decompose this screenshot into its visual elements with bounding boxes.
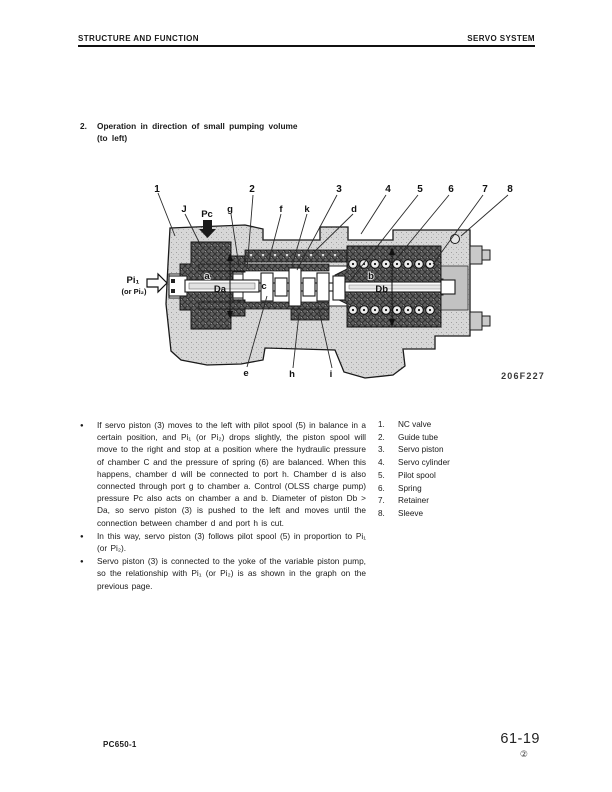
diagram-svg: 1 2 3 4 5 6 7 8 J Pc g f k d e h i a (122, 184, 545, 381)
end-cap-bolts (469, 245, 491, 331)
passage-dots (249, 253, 337, 257)
callout-4: 4 (385, 184, 391, 195)
bullet-icon: ● (80, 559, 84, 566)
leader-lines (157, 192, 509, 369)
header-right-title: SERVO SYSTEM (467, 34, 535, 43)
page-header: STRUCTURE AND FUNCTION SERVO SYSTEM (78, 34, 535, 43)
servo-cross-section-diagram: 1 2 3 4 5 6 7 8 J Pc g f k d e h i a (95, 176, 545, 400)
bullet-text-1: If servo piston (3) moves to the left wi… (97, 420, 366, 528)
section-number: 2. (80, 121, 87, 131)
label-pi2: (or Pi₂) (122, 287, 148, 296)
bullet-icon: ● (80, 533, 84, 540)
callout-1: 1 (154, 184, 160, 195)
bullet-item: ● Servo piston (3) is connected to the y… (80, 555, 366, 592)
header-left-title: STRUCTURE AND FUNCTION (78, 34, 199, 43)
footer-page-number: 61-19 (500, 731, 540, 747)
legend-item-retainer: 7.Retainer (378, 496, 429, 506)
label-j: J (181, 204, 186, 215)
legend-item-guide-tube: 2.Guide tube (378, 432, 439, 442)
footer-revision-mark: ② (519, 749, 528, 759)
label-chamber-a: a (204, 271, 210, 282)
legend-item-nc-valve: 1.NC valve (378, 420, 432, 429)
bullet-item: ● If servo piston (3) moves to the left … (80, 419, 366, 529)
legend-item-servo-piston: 3.Servo piston (378, 445, 444, 455)
servo-piston-rod (168, 267, 456, 307)
label-da: Da (214, 284, 227, 295)
description-bullets: ● If servo piston (3) moves to the left … (80, 419, 366, 593)
label-pi1: Pi₁ (127, 275, 140, 286)
callout-3: 3 (336, 184, 342, 195)
section-title: Operation in direction of small pumping … (97, 121, 298, 143)
callout-7: 7 (482, 184, 488, 195)
section-heading: 2. Operation in direction of small pumpi… (80, 120, 298, 144)
bullet-text-3: Servo piston (3) is connected to the yok… (97, 556, 366, 591)
bullet-item: ● In this way, servo piston (3) follows … (80, 530, 366, 554)
label-d: d (351, 204, 357, 215)
legend-item-sleeve: 8.Sleeve (378, 508, 424, 518)
figure-number: 206F227 (501, 371, 545, 381)
label-chamber-b: b (368, 271, 374, 282)
rod-detail-tick-2 (171, 289, 175, 293)
callout-2: 2 (249, 184, 255, 195)
legend-item-pilot-spool: 5.Pilot spool (378, 470, 436, 480)
rod-detail-tick-1 (171, 279, 175, 283)
spring-coil-centers (351, 262, 432, 312)
section-subtitle: (to left) (97, 133, 128, 143)
callout-6: 6 (448, 184, 454, 195)
legend-item-spring: 6.Spring (378, 483, 422, 493)
label-k: k (304, 204, 310, 215)
header-rule (78, 45, 535, 47)
label-h: h (289, 369, 295, 380)
retainer-pin (450, 234, 460, 244)
pc-flow-arrow-icon (199, 220, 216, 238)
label-chamber-c: c (261, 281, 266, 292)
legend-item-servo-cylinder: 4.Servo cylinder (378, 458, 450, 468)
bullet-icon: ● (80, 423, 84, 429)
bullet-text-2: In this way, servo piston (3) follows pi… (97, 530, 366, 554)
callout-5: 5 (417, 184, 423, 195)
label-db: Db (375, 284, 388, 295)
parts-legend: 1.NC valve 2.Guide tube 3.Servo piston 4… (378, 419, 450, 521)
callout-8: 8 (507, 184, 513, 195)
footer-model-number: PC650-1 (103, 740, 137, 749)
label-g: g (227, 204, 233, 215)
dimension-da (227, 253, 233, 319)
label-i: i (330, 369, 333, 380)
label-e: e (243, 368, 248, 379)
label-pc: Pc (201, 209, 213, 220)
label-f: f (279, 204, 283, 215)
pi-inlet-arrow-icon (146, 272, 168, 294)
guide-tube-upper (198, 263, 330, 272)
